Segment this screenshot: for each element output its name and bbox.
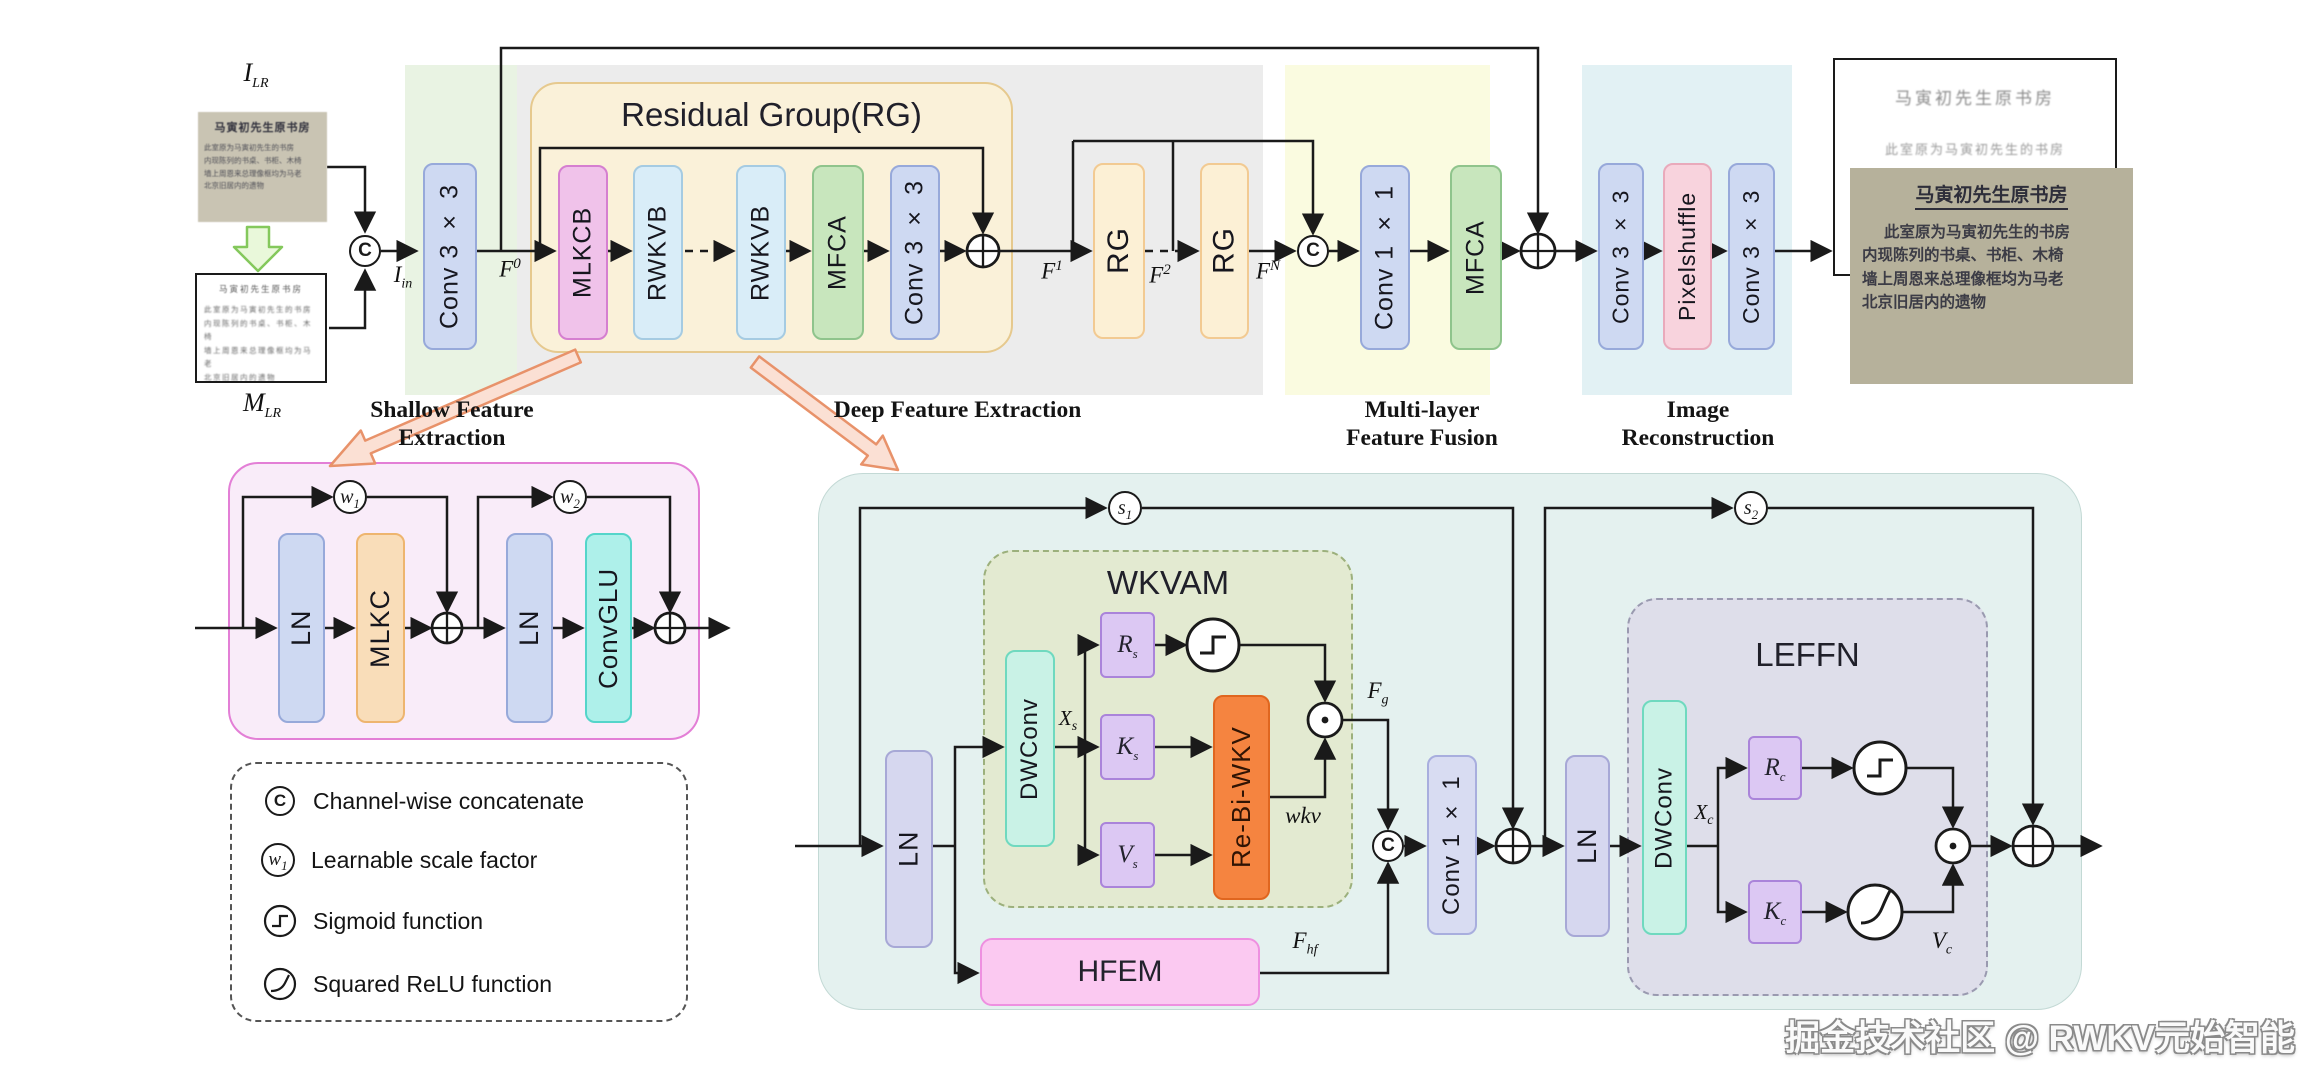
squared-relu-node-leffn: [1846, 883, 1904, 941]
legend-item-sqrelu: Squared ReLU function: [262, 966, 552, 1002]
block-ln-mlkcb-2: LN: [506, 533, 553, 723]
legend-item-concat: C Channel-wise concatenate: [262, 783, 584, 819]
concat-node-fusion: C: [1297, 235, 1329, 267]
leffn-container: [1627, 598, 1988, 996]
callout-arrow-mlkcb: [328, 348, 583, 468]
scale-factor-legend-icon: w1: [260, 843, 296, 877]
add-node-mlkcb-1: [430, 611, 464, 645]
add-node-rg: [965, 233, 1001, 269]
block-dwconv-wkvam: DWConv: [1005, 650, 1055, 847]
watermark: 掘金技术社区 @ RWKV元始智能: [1785, 1019, 2295, 1058]
block-conv1x1-rwkvb: Conv 1 × 1: [1427, 755, 1477, 935]
block-conv3x3-shallow: Conv 3 × 3: [423, 163, 477, 350]
block-dwconv-leffn: DWConv: [1642, 700, 1687, 935]
callout-arrow-rwkvb: [749, 355, 900, 472]
pink-callout-arrows: [328, 348, 900, 472]
s1-node: s1: [1108, 491, 1142, 525]
sigmoid-legend-icon: [262, 904, 298, 938]
block-pixelshuffle: Pixelshuffle: [1663, 163, 1712, 350]
block-rc: Rc: [1748, 736, 1802, 800]
block-rs: Rs: [1100, 612, 1155, 678]
input-mask-image: 马寅初先生原书房 此室原为马寅初先生的书房内现陈列的书桌、书柜、木椅 墙上周恩来…: [195, 273, 327, 383]
xc-label: Xc: [1694, 800, 1714, 829]
block-mlkcb: MLKCB: [558, 165, 608, 340]
block-mfca-rg: MFCA: [812, 165, 864, 340]
fg-label: Fg: [1367, 678, 1389, 708]
block-hfem: HFEM: [980, 938, 1260, 1006]
block-convglu: ConvGLU: [585, 533, 632, 723]
xs-label: Xs: [1058, 706, 1078, 735]
concat-node-rwkvb: C: [1372, 830, 1404, 862]
block-ks: Ks: [1100, 714, 1155, 780]
iin-label: Iin: [393, 262, 413, 292]
concat-legend-icon: C: [262, 786, 298, 816]
mask-image-label: MLR: [242, 388, 282, 422]
legend-box: [230, 762, 688, 1022]
f0-label: F0: [499, 256, 521, 282]
f2-label: F2: [1149, 262, 1171, 288]
leffn-title: LEFFN: [1755, 636, 1860, 673]
block-kc: Kc: [1748, 880, 1802, 944]
block-mfca-fusion: MFCA: [1450, 165, 1502, 350]
block-conv3x3-recon-2: Conv 3 × 3: [1728, 163, 1775, 350]
stage-label-deep: Deep Feature Extraction: [833, 397, 1082, 423]
concat-node-input: C: [349, 235, 381, 267]
vc-label: Vc: [1931, 928, 1953, 958]
multiply-node-leffn: [1934, 827, 1972, 865]
block-rg-1: RG: [1093, 163, 1145, 339]
add-node-rwkvb-mid: [1494, 827, 1532, 865]
block-conv3x3-rg: Conv 3 × 3: [890, 165, 940, 340]
legend-item-sigmoid: Sigmoid function: [262, 903, 483, 939]
input-lr-image: 马寅初先生原书房 此室原为马寅初先生的书房内现陈列的书桌、书柜、木椅 墙上周恩来…: [198, 112, 327, 222]
add-node-mlkcb-2: [653, 611, 687, 645]
wkvam-title: WKVAM: [1106, 564, 1230, 601]
wkv-label: wkv: [1285, 803, 1321, 828]
f1-label: F1: [1041, 258, 1063, 284]
block-vs: Vs: [1100, 822, 1155, 888]
block-ln-rwkvb-1: LN: [885, 750, 933, 948]
block-rebiwkv: Re-Bi-WKV: [1213, 695, 1270, 900]
block-rg-2: RG: [1200, 163, 1249, 339]
block-conv3x3-recon-1: Conv 3 × 3: [1598, 163, 1644, 350]
w2-node: w2: [553, 480, 587, 514]
block-mlkc: MLKC: [356, 533, 405, 723]
fhf-label: Fhf: [1292, 928, 1318, 958]
block-rwkvb-1: RWKVB: [633, 165, 683, 340]
multiply-node-wkvam: [1306, 701, 1344, 739]
s2-node: s2: [1734, 491, 1768, 525]
rg-title: Residual Group(RG): [621, 96, 922, 133]
legend-item-scale: w1 Learnable scale factor: [260, 842, 537, 878]
input-downsample-arrow: [232, 225, 284, 273]
block-conv1x1-fusion: Conv 1 × 1: [1360, 165, 1410, 350]
sigmoid-node-leffn: [1852, 740, 1908, 796]
add-node-fusion: [1519, 232, 1557, 270]
block-ln-mlkcb-1: LN: [278, 533, 325, 723]
fn-label: FN: [1255, 258, 1281, 284]
w1-node: w1: [333, 480, 367, 514]
block-ln-rwkvb-2: LN: [1565, 755, 1610, 937]
block-rwkvb-2: RWKVB: [736, 165, 786, 340]
connector-lines: [195, 46, 2103, 985]
input-image-label: ILR: [243, 58, 269, 92]
output-sr-image: 马寅初先生原书房 此室原为马寅初先生的书房 内现陈列的书桌、书柜、木椅 墙上周恩…: [1850, 168, 2133, 384]
add-node-rwkvb-final: [2011, 824, 2055, 868]
squared-relu-legend-icon: [262, 967, 298, 1001]
sigmoid-node-wkvam: [1185, 617, 1241, 673]
